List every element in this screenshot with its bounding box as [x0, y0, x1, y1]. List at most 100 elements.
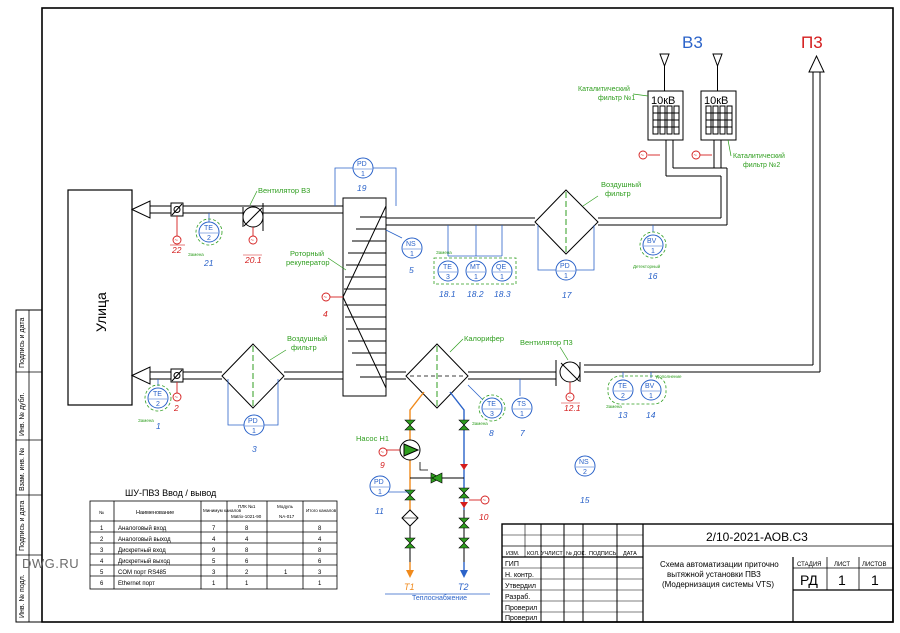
tb-stage: РД	[800, 572, 818, 588]
instrument-type: PD	[357, 161, 367, 168]
instrument-pos: 18.1	[439, 289, 456, 299]
instrument-num: 2	[156, 401, 160, 408]
valves	[404, 419, 470, 549]
instrument-num: 1	[361, 171, 365, 178]
note: Детекторный	[633, 263, 661, 269]
tb-description: Схема автоматизации приточно	[660, 560, 779, 569]
drive-pos-12-1: 12.1	[564, 403, 581, 413]
instrument-num: 1	[500, 274, 504, 281]
instrument-type: NS	[579, 459, 589, 466]
outdoor-label: Улица	[93, 292, 109, 332]
io-cell: Дискретный выход	[118, 558, 171, 565]
tb-col-header: ЛИСТ	[548, 551, 563, 557]
io-cell: 3	[212, 570, 216, 576]
instrument-type: TS	[517, 401, 526, 408]
title-block	[501, 523, 894, 623]
tb-sheet-label: ЛИСТ	[834, 562, 850, 568]
cat-filter-1-label: фильтр №1	[598, 95, 635, 102]
io-cell: Ethernet порт	[118, 581, 155, 587]
io-cell: 8	[245, 548, 249, 554]
air-filter-bottom-label: Воздушный	[287, 334, 327, 343]
outdoor-block: Улица	[67, 189, 133, 406]
io-cell: 4	[318, 537, 322, 543]
side-stamp-text: Взам. инв. №	[19, 448, 26, 491]
io-table: ШУ-ПВЗ Ввод / вывод № Наименование Миним…	[89, 488, 338, 590]
io-subheader: NA-017	[279, 514, 295, 519]
instrument-num: 2	[207, 235, 211, 242]
svg-text:~: ~	[568, 395, 572, 401]
supply-duct	[150, 72, 821, 380]
heat-supply-piping	[409, 391, 465, 575]
svg-text:~: ~	[641, 153, 645, 159]
document-code: 2/10-2021-АОВ.С3	[706, 530, 808, 544]
side-stamp-text: Инв. № подл.	[19, 574, 26, 618]
svg-text:~: ~	[381, 450, 385, 456]
instrument-num: 1	[564, 273, 568, 280]
io-cell: 7	[212, 526, 216, 532]
io-header: ПЛК №1	[238, 504, 256, 509]
instrument-type: TE	[443, 264, 452, 271]
tb-role: ГИП	[505, 561, 519, 568]
cat-filter-2-label: фильтр №2	[743, 162, 780, 169]
io-cell: 6	[318, 559, 322, 565]
svg-text:~: ~	[175, 395, 179, 401]
tb-col-header: ИЗМ.	[506, 551, 520, 557]
p3-label: П3	[801, 33, 823, 52]
io-cell: 5	[100, 570, 104, 576]
io-cell: 8	[318, 526, 322, 532]
instrument-pos: 16	[648, 271, 658, 281]
svg-text:~: ~	[251, 238, 255, 244]
instrument-num: 1	[474, 274, 478, 281]
b3-label: В3	[682, 33, 703, 52]
io-cell: 1	[318, 581, 322, 587]
drive-pos-20-1: 20.1	[244, 255, 262, 265]
io-header: Минимум каналов	[203, 508, 242, 513]
side-stamp-text: Инв. № дубл.	[18, 393, 26, 436]
drive-pos-4: 4	[323, 309, 328, 319]
instrument-type: QE	[496, 264, 506, 271]
instrument-pos: 18.3	[494, 289, 511, 299]
tb-description: (Модернизация системы VTS)	[662, 580, 774, 589]
instrument-type: NS	[406, 241, 416, 248]
tb-sheet: 1	[838, 572, 846, 588]
side-stamp-text: Подпись и дата	[19, 501, 26, 551]
instrument-type: PD	[374, 479, 384, 486]
tb-col-header: ПОДПИСЬ	[589, 551, 617, 557]
io-cell: Аналоговый выход	[118, 536, 171, 543]
instrument-num: 3	[446, 274, 450, 281]
io-cell: 3	[100, 548, 104, 554]
instrument-type: MT	[470, 264, 481, 271]
rotor-recuperator	[342, 197, 387, 397]
tb-sheets-label: ЛИСТОВ	[862, 562, 886, 568]
instrument-pos: 11	[375, 506, 384, 516]
io-cell: COM порт RS485	[118, 570, 167, 576]
pipe-tag-t2: Т2	[458, 582, 469, 592]
air-filter-top-label: фильтр	[605, 189, 631, 198]
instrument-num: 1	[651, 248, 655, 255]
drive-pos-2: 2	[173, 403, 179, 413]
instrument-num: 2	[583, 469, 587, 476]
rotor-label: Роторный	[290, 249, 324, 258]
air-filter-bottom	[221, 343, 285, 409]
io-cell: 4	[100, 559, 104, 565]
damper-supply	[170, 368, 184, 383]
instrument-pos: 5	[409, 265, 414, 275]
note: Дополнение	[656, 374, 682, 379]
io-cell: 8	[318, 548, 322, 554]
instrument-type: TE	[487, 401, 496, 408]
note: Замена	[436, 250, 452, 255]
note: Замена	[138, 418, 154, 423]
io-cell: 3	[318, 570, 322, 576]
tb-col-header: № ДОК.	[566, 551, 587, 557]
tb-role: Разраб.	[505, 593, 530, 601]
fan-p3	[555, 360, 581, 386]
io-cell: Аналоговый вход	[118, 525, 167, 532]
tb-role: Проверил	[505, 615, 537, 622]
supply-inlet-arrow	[130, 366, 151, 385]
io-cell: 4	[212, 537, 216, 543]
note: Замена	[188, 252, 204, 257]
instrument-pos: 18.2	[467, 289, 484, 299]
io-header: Наименование	[136, 510, 174, 516]
instrument-bubbles: PD 1 19 TE 2 21 NS 1 5 TE 3 18.1 MT 1 18…	[144, 157, 667, 516]
instrument-type: TE	[153, 391, 162, 398]
